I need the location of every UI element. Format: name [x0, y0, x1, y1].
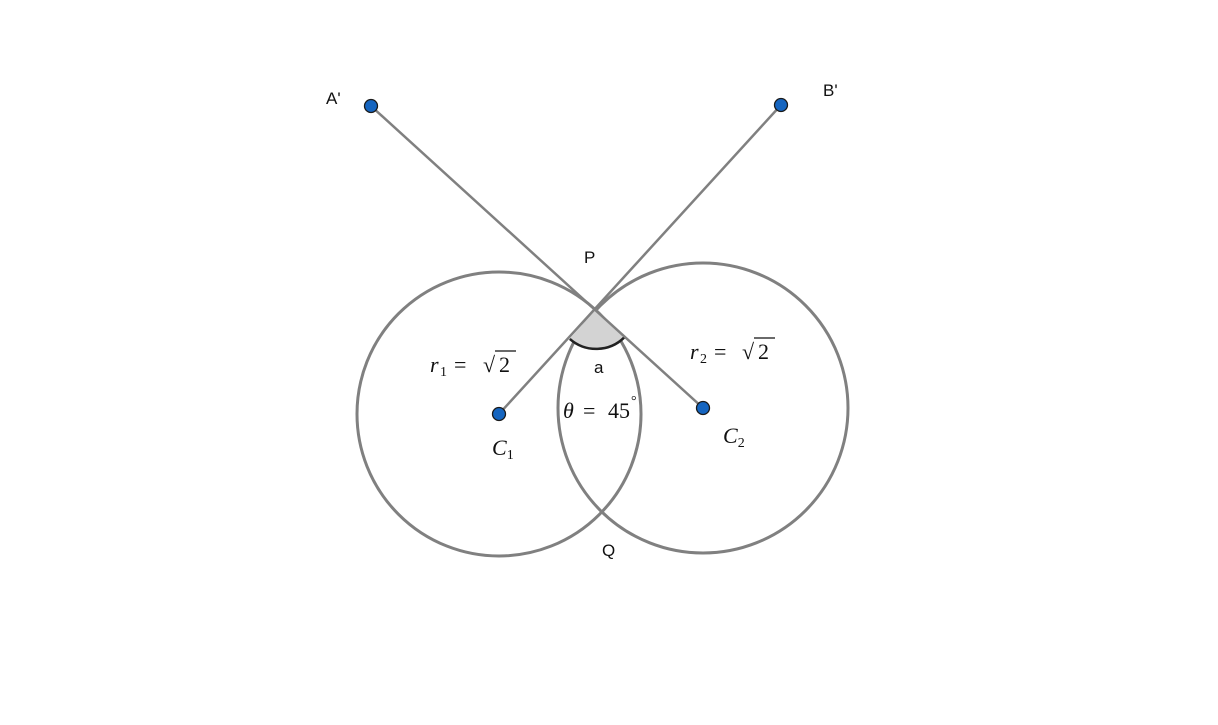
point-b-prime[interactable] — [773, 97, 789, 113]
angle-a-arc — [568, 336, 626, 351]
segment-a-prime-c2 — [370, 105, 704, 409]
label-b-prime: B' — [823, 81, 838, 100]
circle-c2 — [556, 261, 850, 555]
segment-b-prime-c1 — [498, 104, 782, 415]
circle-c1 — [355, 270, 643, 558]
point-a-prime[interactable] — [363, 98, 379, 114]
label-p: P — [584, 248, 595, 267]
point-c2[interactable] — [695, 400, 711, 416]
label-c2-sub: 2 — [738, 436, 745, 451]
label-r1-radicand: 2 — [499, 352, 510, 377]
label-r1-sub: 1 — [440, 365, 447, 380]
label-theta-symbol: θ — [563, 398, 574, 423]
label-r1-equals: = — [454, 352, 466, 377]
label-c1: C1 — [492, 435, 514, 463]
label-r1: r 1 = √ 2 — [430, 350, 516, 380]
label-r2-radicand: 2 — [758, 339, 769, 364]
label-r2: r 2 = √ 2 — [690, 337, 775, 367]
label-r2-symbol: r — [690, 339, 699, 364]
label-r2-sqrt: √ — [742, 339, 755, 364]
label-theta-unit: ° — [631, 394, 637, 409]
label-r2-sub: 2 — [700, 352, 707, 367]
label-q: Q — [602, 541, 615, 560]
label-r1-sqrt: √ — [483, 352, 496, 377]
point-c1[interactable] — [491, 406, 507, 422]
label-theta: θ = 45 ° — [563, 394, 637, 423]
angle-a-sector — [569, 309, 625, 349]
label-c1-sub: 1 — [507, 448, 514, 463]
label-c2: C2 — [723, 423, 745, 451]
label-angle-a: a — [594, 358, 604, 377]
label-r2-equals: = — [714, 339, 726, 364]
label-theta-value: 45 — [608, 398, 630, 423]
label-a-prime: A' — [326, 89, 341, 108]
label-c2-letter: C — [723, 423, 738, 448]
label-theta-equals: = — [583, 398, 595, 423]
label-r1-symbol: r — [430, 352, 439, 377]
label-c1-letter: C — [492, 435, 507, 460]
